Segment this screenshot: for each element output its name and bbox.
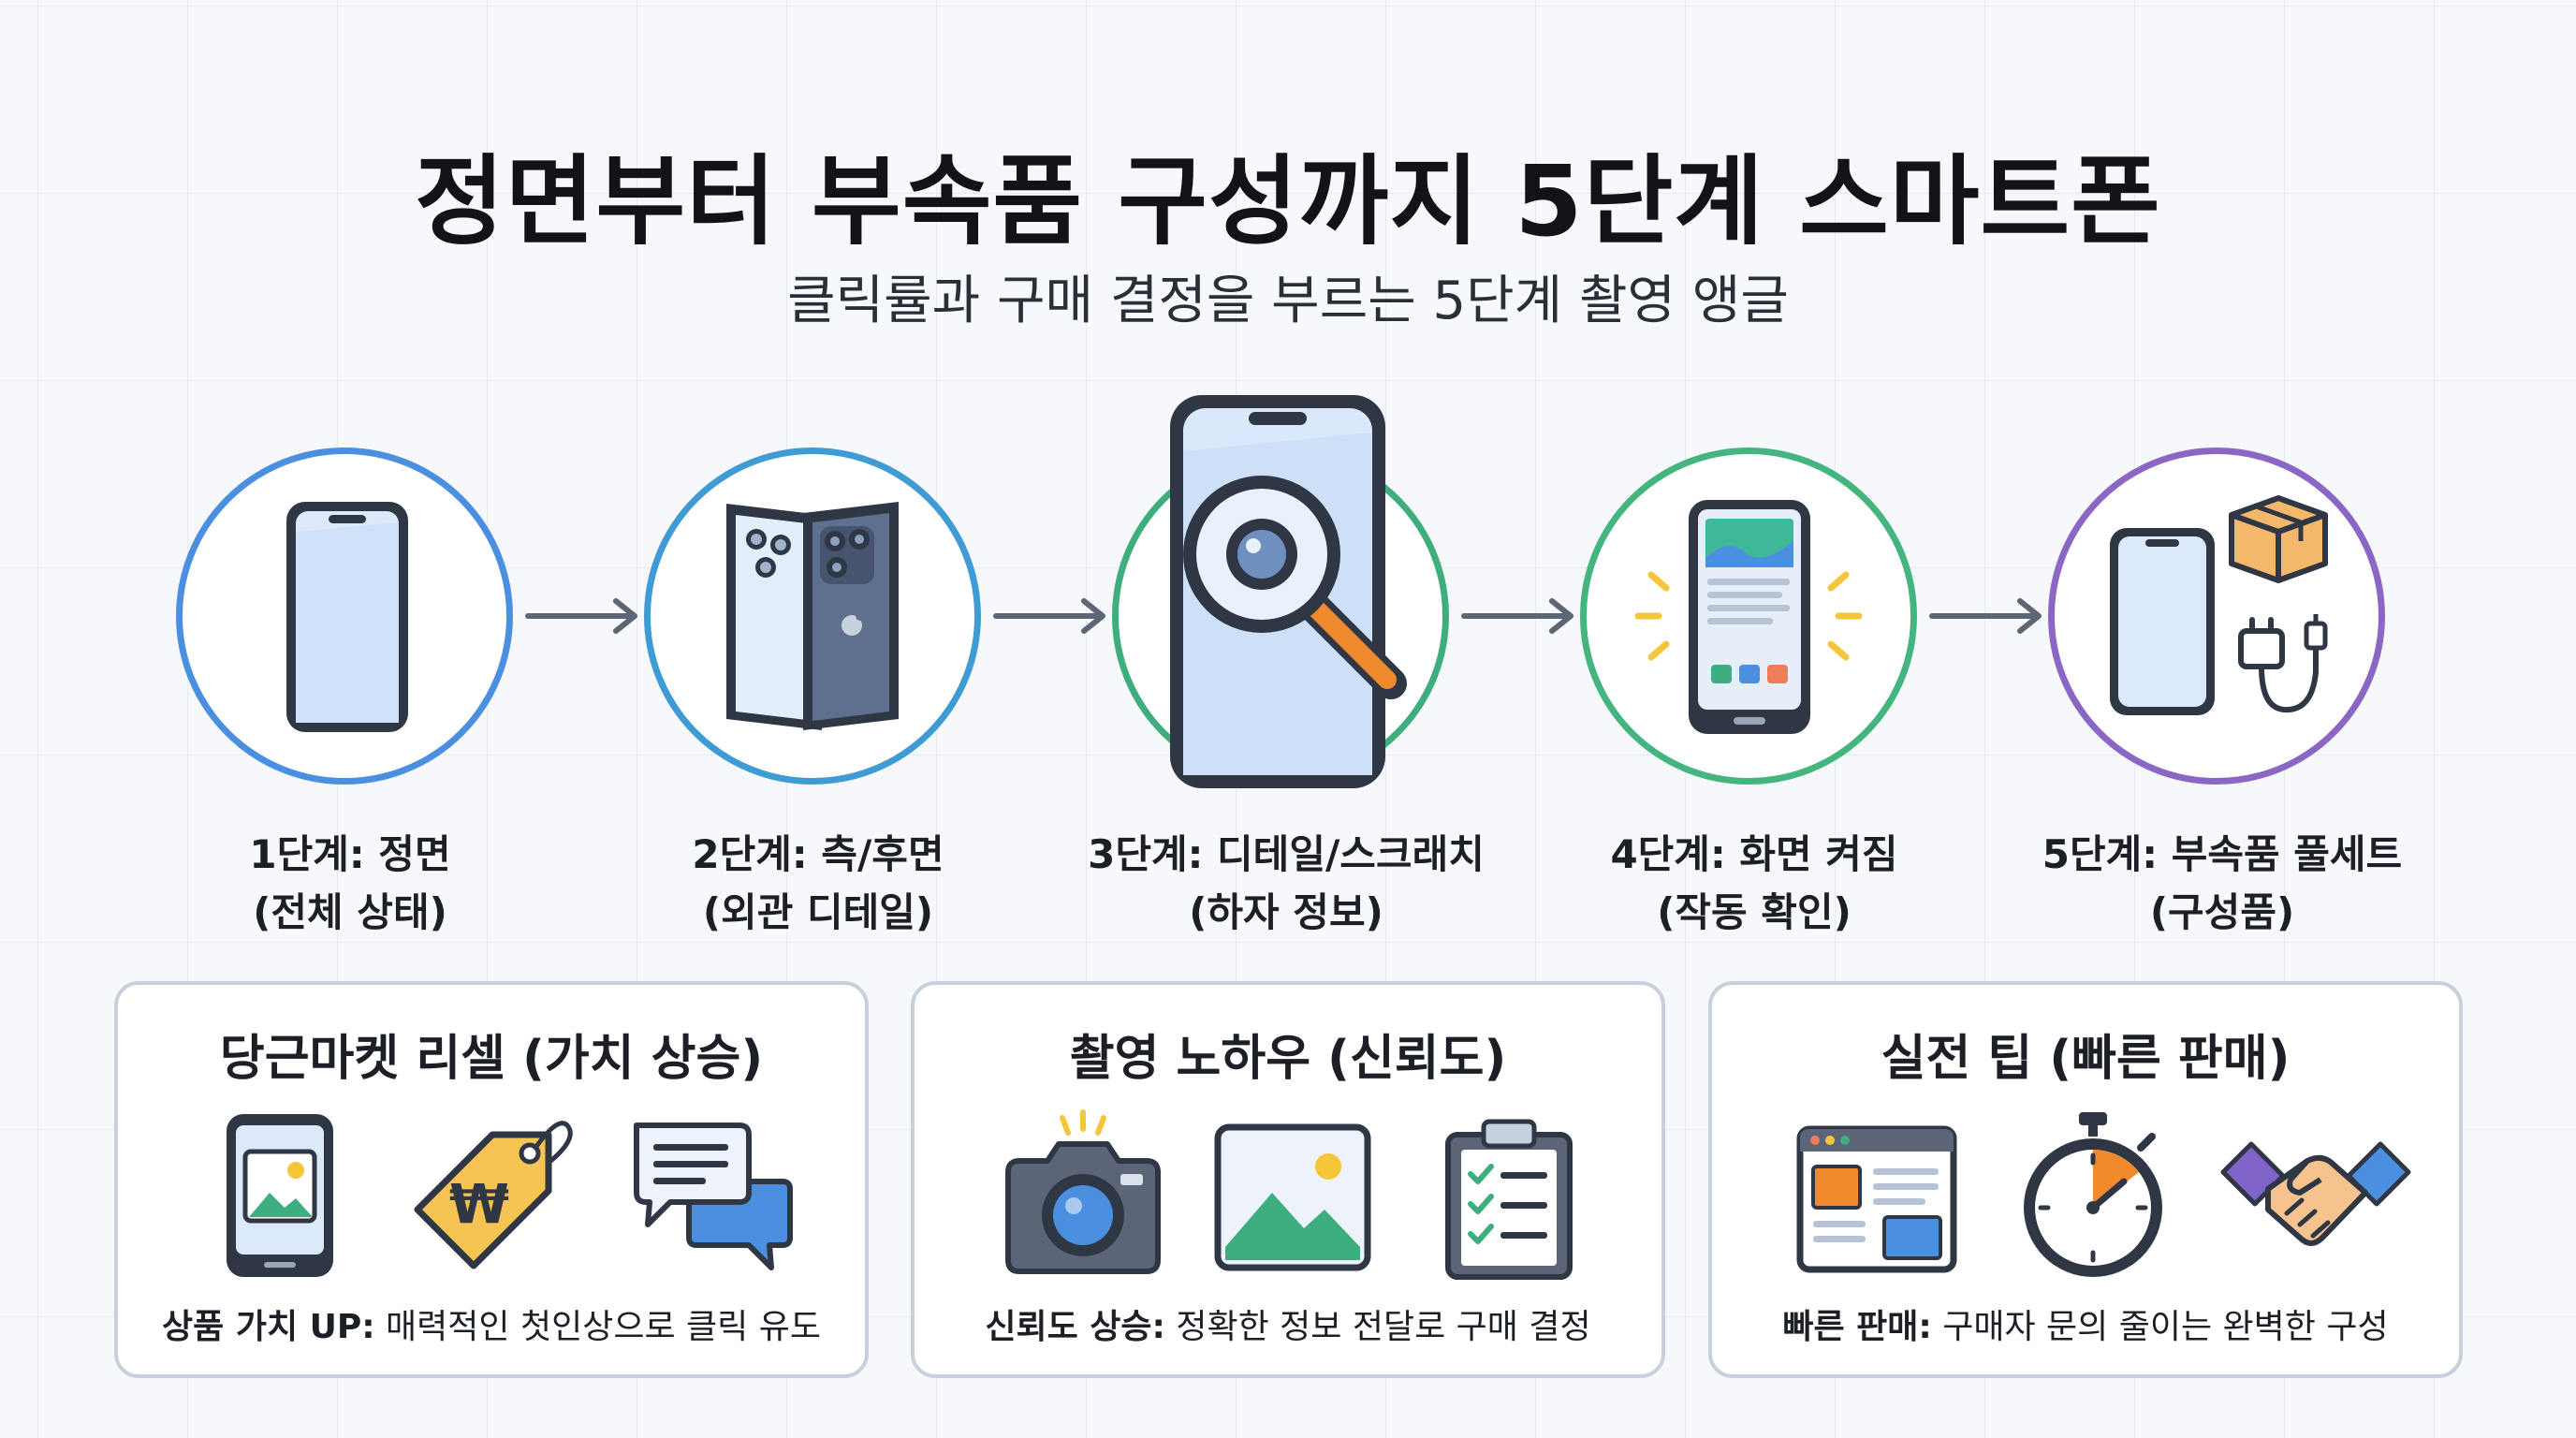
arrow-step1-to-step2	[525, 598, 637, 634]
step-3-label: 3단계: 디테일/스크래치 (하자 정보)	[1043, 826, 1530, 942]
card-practical-tips: 실전 팁 (빠른 판매) 빠른 판	[1708, 981, 2463, 1378]
tag-won-symbol: ₩	[449, 1172, 509, 1236]
phone-photo-icon	[227, 1114, 333, 1277]
card-3-footer: 빠른 판매: 구매자 문의 줄이는 완벽한 구성	[1712, 1299, 2459, 1348]
magnifier-phone-icon	[1170, 395, 1407, 788]
phone-back-icon	[726, 502, 899, 730]
chat-bubbles-icon	[634, 1123, 793, 1270]
card-1-footer-text: 매력적인 첫인상으로 클릭 유도	[374, 1308, 821, 1346]
step-5-title: 5단계: 부속품 풀세트	[2042, 831, 2403, 877]
step-1-subtitle: (전체 상태)	[253, 889, 447, 935]
step-1-circle	[176, 448, 513, 785]
step-1-label: 1단계: 정면 (전체 상태)	[107, 826, 593, 942]
stopwatch-icon	[2024, 1112, 2162, 1277]
card-2-footer-bold: 신뢰도 상승:	[985, 1308, 1165, 1346]
accessories-set-icon	[2110, 495, 2328, 715]
card-1-title: 당근마켓 리셀 (가치 상승)	[219, 1031, 764, 1087]
camera-icon	[1005, 1109, 1161, 1274]
price-tag-won-icon: ₩	[414, 1121, 573, 1269]
arrow-step2-to-step3	[993, 598, 1105, 634]
step-1-title: 1단계: 정면	[249, 831, 451, 877]
step-2-subtitle: (외관 디테일)	[702, 889, 934, 935]
step-2-label: 2단계: 측/후면 (외관 디테일)	[575, 826, 1061, 942]
step-3-subtitle: (하자 정보)	[1189, 889, 1383, 935]
card-1-footer: 상품 가치 UP: 매력적인 첫인상으로 클릭 유도	[118, 1299, 865, 1348]
browser-window-icon	[1796, 1125, 1957, 1273]
page-title: 정면부터 부속품 구성까지 5단계 스마트폰	[415, 144, 2161, 258]
step-4-circle	[1580, 448, 1917, 785]
card-resell-value: 당근마켓 리셀 (가치 상승) ₩ 상품 가치 UP: 매력적인 첫인상으로 클…	[114, 981, 869, 1378]
step-2-circle	[644, 448, 981, 785]
card-3-title: 실전 팁 (빠른 판매)	[1881, 1031, 2291, 1087]
arrow-step4-to-step5	[1929, 598, 2042, 634]
step-4-label: 4단계: 화면 켜짐 (작동 확인)	[1511, 826, 1998, 942]
phone-front-icon	[286, 502, 408, 732]
card-3-footer-text: 구매자 문의 줄이는 완벽한 구성	[1931, 1308, 2389, 1346]
page-subtitle: 클릭률과 구매 결정을 부르는 5단계 촬영 앵글	[787, 271, 1789, 331]
card-2-footer: 신뢰도 상승: 정확한 정보 전달로 구매 결정	[915, 1299, 1661, 1348]
step-4-title: 4단계: 화면 켜짐	[1610, 831, 1898, 877]
arrow-step3-to-step4	[1461, 598, 1573, 634]
step-4-subtitle: (작동 확인)	[1657, 889, 1852, 935]
phone-screen-on-icon	[1634, 500, 1863, 734]
card-2-title: 촬영 노하우 (신뢰도)	[1069, 1031, 1507, 1087]
card-2-footer-text: 정확한 정보 전달로 구매 결정	[1164, 1308, 1591, 1346]
card-3-footer-bold: 빠른 판매:	[1782, 1308, 1932, 1346]
step-5-label: 5단계: 부속품 풀세트 (구성품)	[1979, 826, 2466, 942]
card-shooting-knowhow: 촬영 노하우 (신뢰도) 신뢰도 상승: 정확한 정보 전달로 구매 결정	[911, 981, 1665, 1378]
checklist-clipboard-icon	[1445, 1119, 1573, 1280]
step-5-circle	[2048, 448, 2385, 785]
step-5-subtitle: (구성품)	[2149, 889, 2295, 935]
landscape-photo-icon	[1214, 1123, 1371, 1271]
handshake-icon	[2220, 1141, 2411, 1246]
step-2-title: 2단계: 측/후면	[692, 831, 944, 877]
card-1-footer-bold: 상품 가치 UP:	[162, 1308, 375, 1346]
step-3-title: 3단계: 디테일/스크래치	[1088, 831, 1485, 877]
